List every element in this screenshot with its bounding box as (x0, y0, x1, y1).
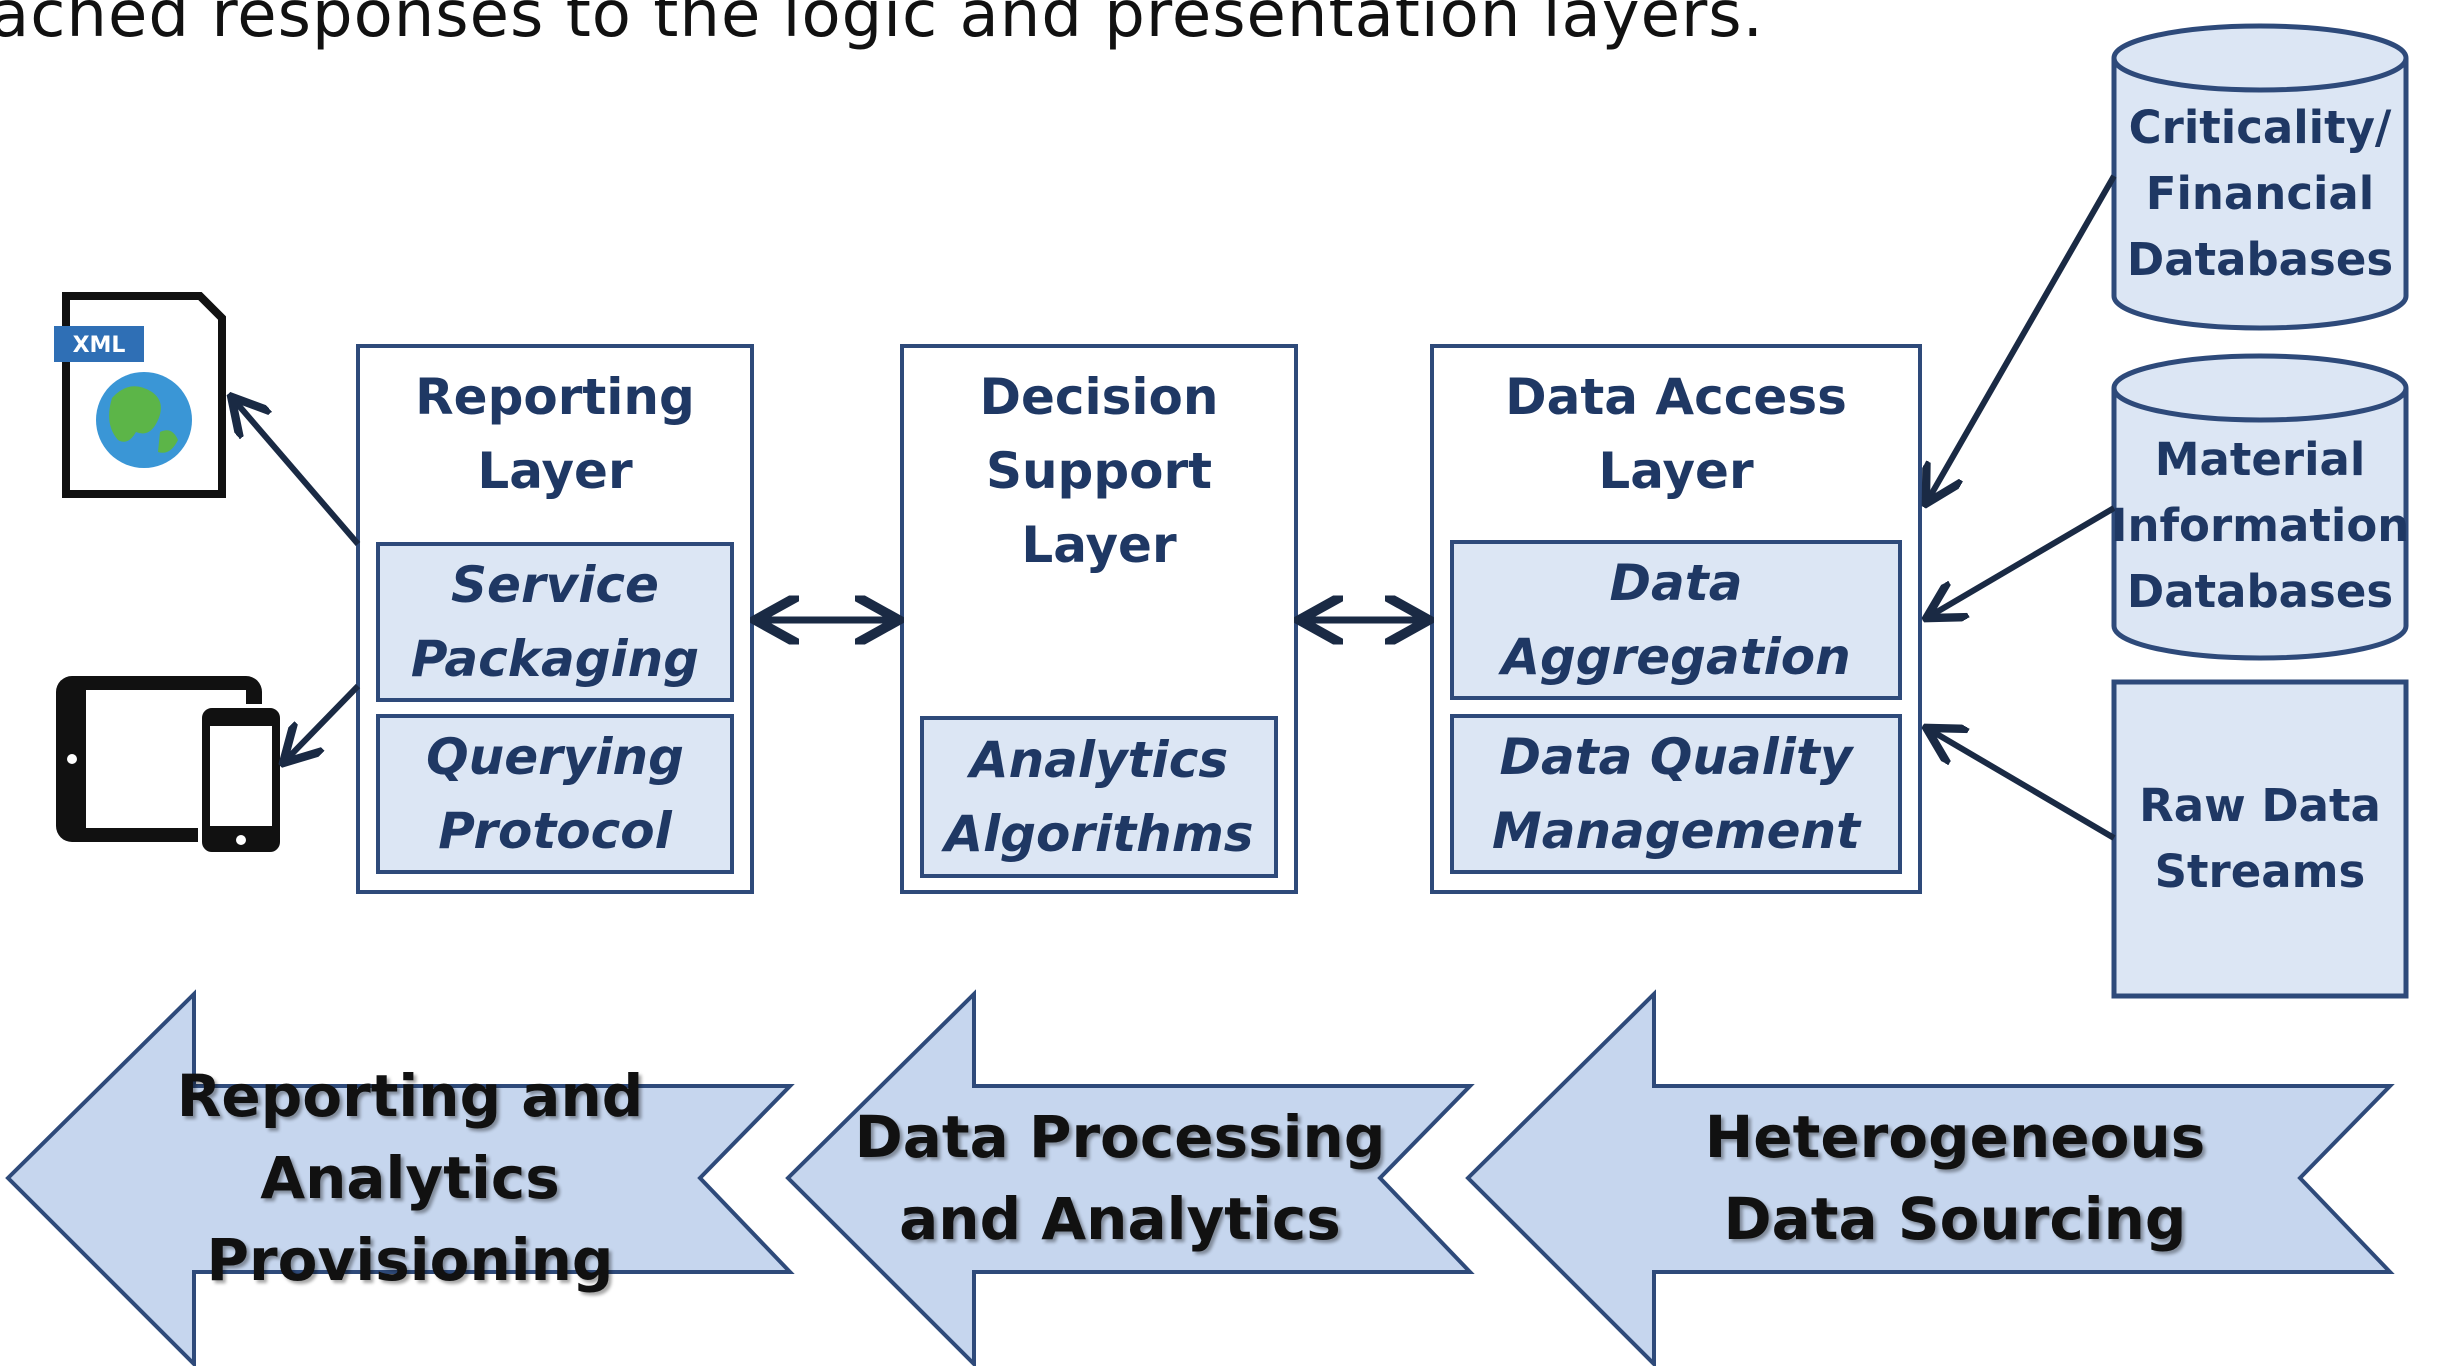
xml-globe-icon: XML (54, 292, 226, 498)
raw-data-streams-label: Raw Data Streams (2139, 779, 2381, 898)
stage-arrow-reporting (5, 989, 795, 1366)
xml-badge-text: XML (73, 333, 126, 358)
service-packaging-box (376, 542, 734, 702)
material-database-cylinder (2111, 353, 2409, 661)
data-quality-management-label: Data Quality Management (1491, 728, 1861, 860)
raw-data-connector (1930, 730, 2116, 841)
data-quality-management-box (1450, 714, 1902, 874)
service-packaging-label: Service Packaging (410, 556, 700, 688)
analytics-algorithms-label: Analytics Algorithms (944, 731, 1254, 863)
reporting-layer-title: Reporting Layer (415, 368, 695, 500)
caption-text: ached responses to the logic and present… (0, 0, 1764, 52)
criticality-database-cylinder (2111, 23, 2409, 331)
criticality-connector (1928, 174, 2117, 500)
tablet-phone-icon (56, 676, 284, 856)
stage-label-processing: Data Processing and Analytics (854, 1103, 1386, 1253)
data-aggregation-box (1450, 540, 1902, 700)
querying-protocol-label: Querying Protocol (426, 728, 684, 860)
stage-label-sourcing: Heterogeneous Data Sourcing (1704, 1103, 2206, 1253)
material-database-label: Material Information Databases (2110, 433, 2410, 618)
material-connector (1930, 505, 2116, 616)
stage-arrow-sourcing (1465, 989, 2395, 1366)
querying-protocol-box (376, 714, 734, 874)
stage-label-reporting: Reporting and Analytics Provisioning (176, 1062, 644, 1294)
xml-badge (54, 326, 144, 362)
decision-support-layer-title: Decision Support Layer (979, 368, 1219, 574)
raw-data-streams-box (2111, 679, 2409, 999)
data-access-layer-title: Data Access Layer (1505, 368, 1847, 500)
stage-arrow-processing (785, 989, 1475, 1366)
reporting-to-xml-connector (234, 400, 361, 546)
criticality-database-label: Criticality/ Financial Databases (2126, 101, 2394, 286)
analytics-algorithms-box (920, 716, 1278, 878)
reporting-to-devices-connector (286, 683, 361, 760)
data-aggregation-label: Data Aggregation (1501, 554, 1851, 686)
